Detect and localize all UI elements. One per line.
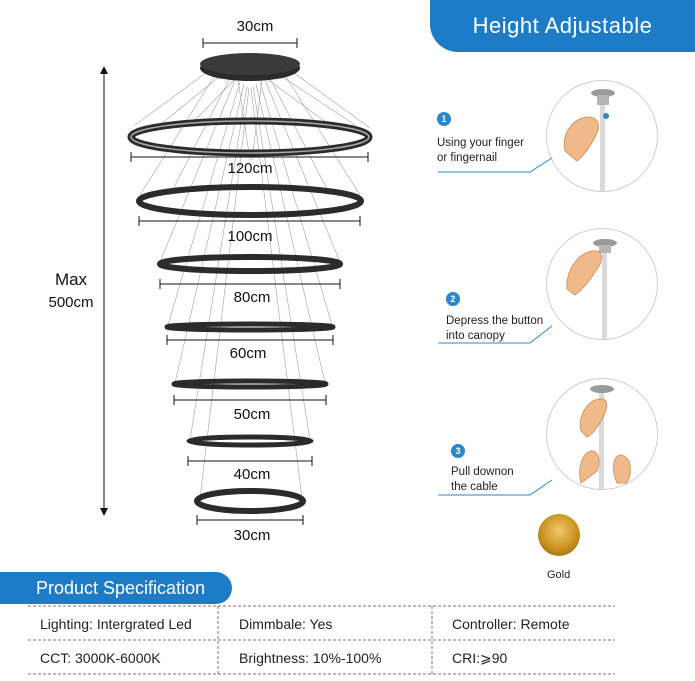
spec-brightness: Brightness: 10%-100%: [239, 650, 382, 666]
ring6-dimension-label: 40cm: [233, 466, 271, 483]
ring1-dimension-label: 120cm: [227, 160, 273, 177]
step1-number-badge: 1: [437, 112, 451, 126]
step1-text: Using your finger or fingernail: [437, 137, 524, 164]
ring-60: [164, 321, 336, 333]
spec-lighting: Lighting: Intergrated Led: [40, 616, 192, 632]
spec-title: Product Specification: [36, 577, 206, 598]
ring7-dimension-label: 30cm: [233, 527, 271, 544]
height-value-label: 500cm: [48, 294, 94, 311]
product-specification-header: Product Specification: [0, 572, 232, 604]
spec-cri: CRI:⩾90: [452, 650, 508, 666]
step2-illustration: [546, 228, 658, 340]
gold-finish-label: Gold: [547, 569, 571, 581]
ring-50: [171, 378, 329, 390]
ring-40: [186, 434, 314, 448]
spec-cct: CCT: 3000K-6000K: [40, 650, 161, 666]
spec-controller: Controller: Remote: [452, 616, 570, 632]
step1-illustration: [546, 80, 658, 192]
step-pointer-lines: [438, 157, 553, 496]
ring4-dimension-label: 60cm: [229, 345, 267, 362]
step2-text: Depress the button into canopy: [446, 315, 544, 342]
height-max-label: Max: [54, 270, 88, 289]
step3-text: Pull downon the cable: [451, 466, 514, 493]
chandelier-illustration: [100, 38, 373, 525]
ring3-dimension-label: 80cm: [233, 289, 271, 306]
banner-title: Height Adjustable: [472, 13, 653, 38]
step2-number-badge: 2: [446, 292, 460, 306]
spec-dimmable: Dimmbale: Yes: [239, 616, 333, 632]
height-adjustable-banner: Height Adjustable: [430, 0, 695, 52]
ring-30: [194, 488, 306, 514]
ring2-dimension-label: 100cm: [227, 228, 273, 245]
step3-illustration: [546, 378, 658, 490]
ring5-dimension-label: 50cm: [233, 406, 271, 423]
ring-80: [157, 254, 343, 274]
spec-table-lines: [28, 605, 615, 675]
canopy-dimension-label: 30cm: [236, 18, 274, 35]
gold-finish-swatch: [538, 514, 580, 556]
ring-100: [136, 184, 364, 218]
step3-number-badge: 3: [451, 444, 465, 458]
